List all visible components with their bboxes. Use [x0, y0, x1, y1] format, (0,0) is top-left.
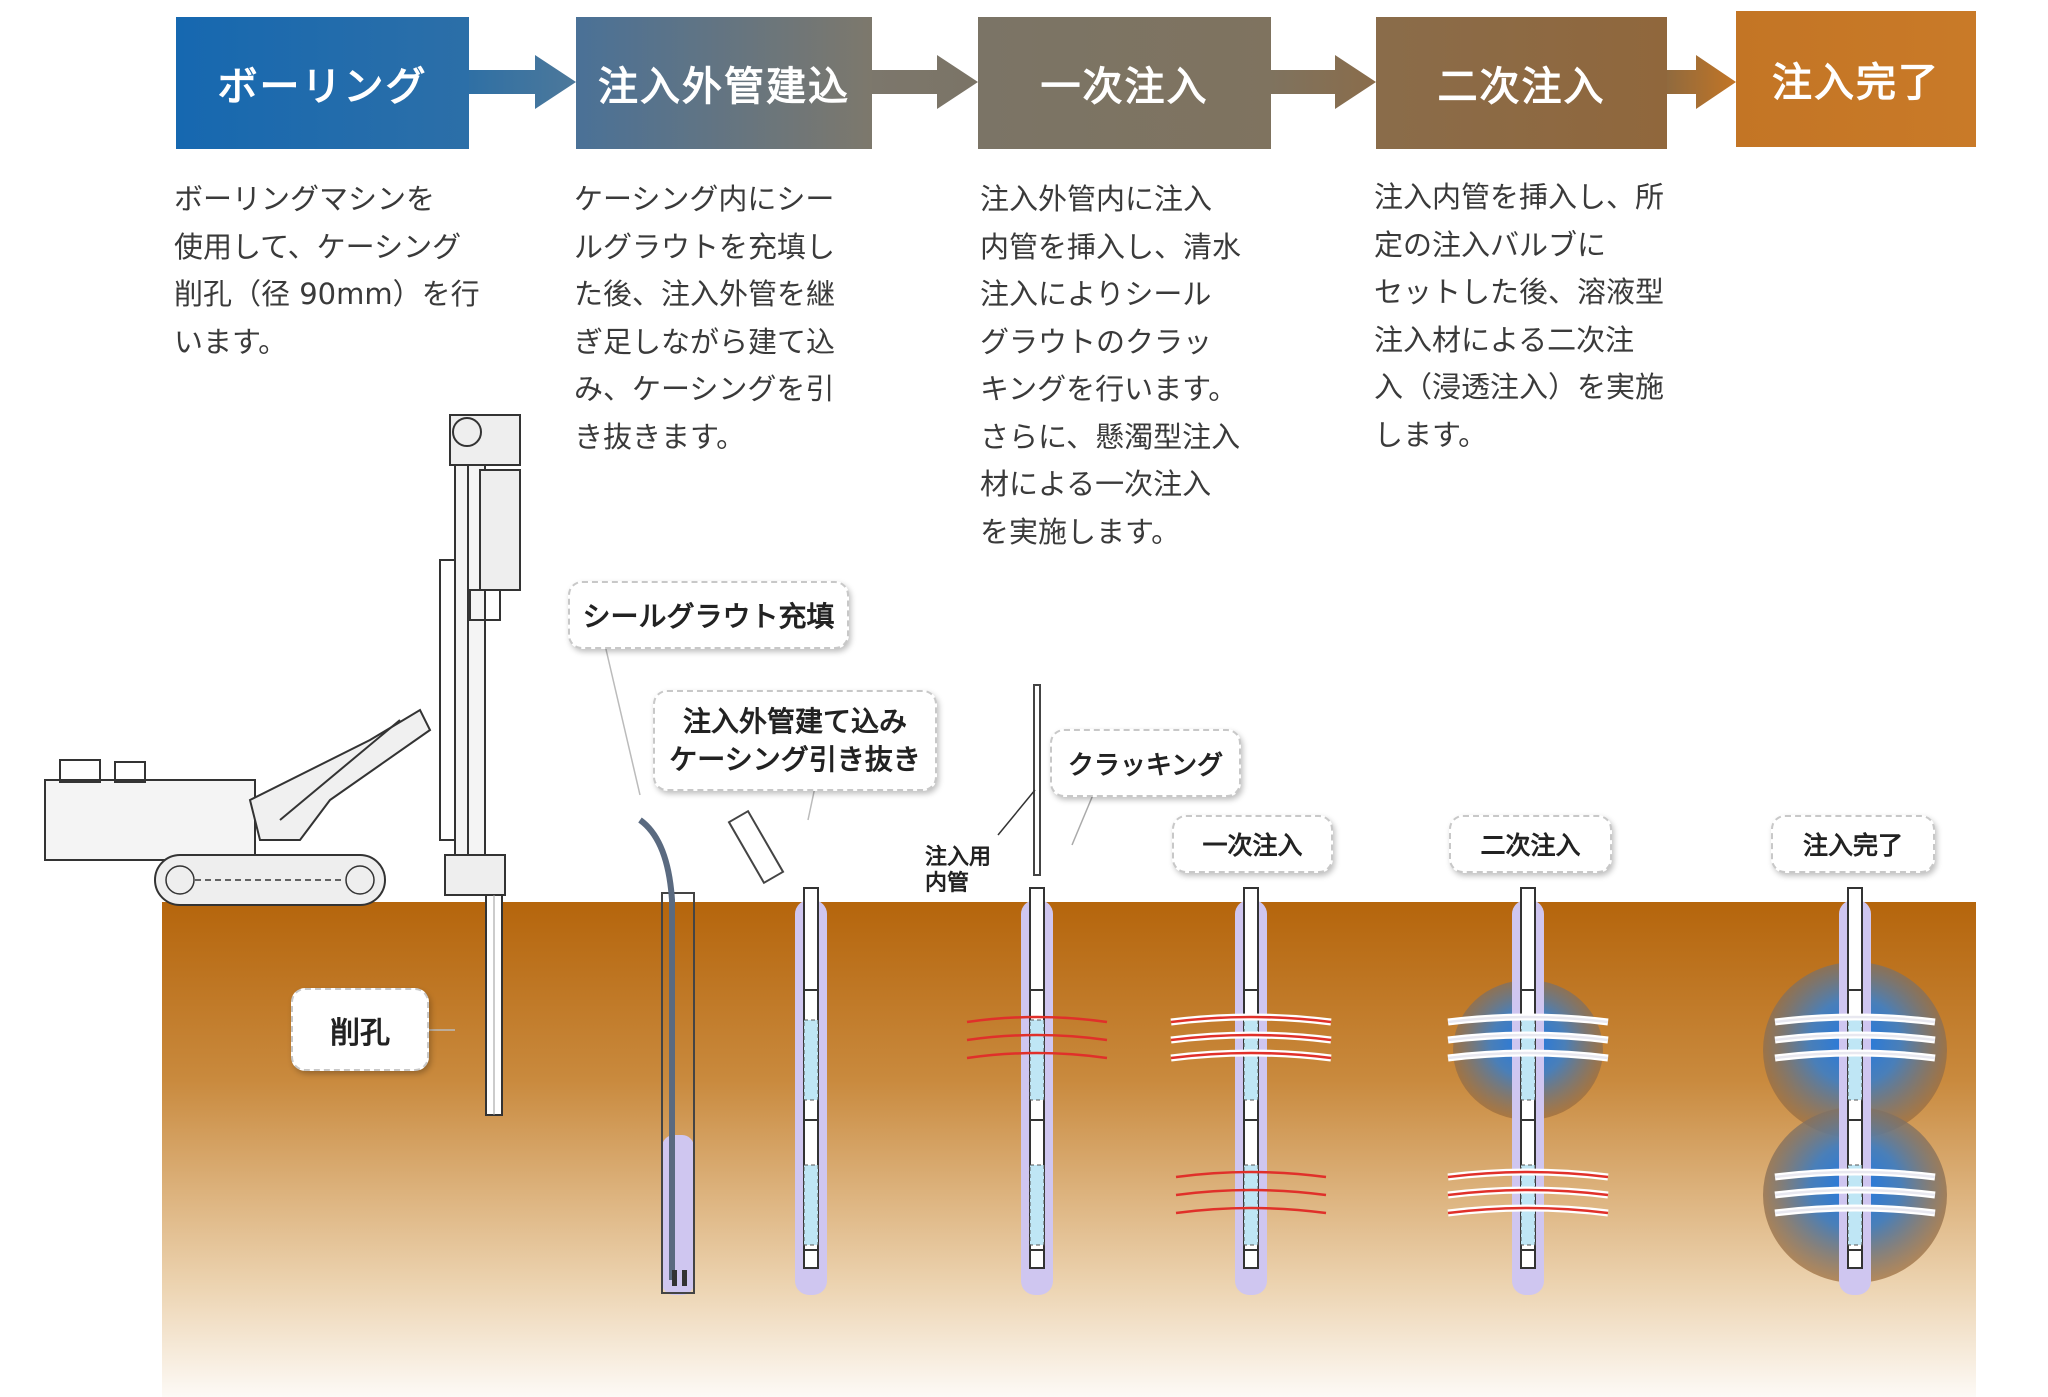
boring-machine-illustration — [44, 414, 521, 906]
label-inner-pipe: 注入用 内管 — [925, 845, 992, 896]
crack-line — [966, 1033, 1108, 1042]
crack-line — [1175, 1188, 1327, 1197]
crack-line — [1774, 1206, 1936, 1215]
step-primary-injection: 一次注入 — [978, 17, 1271, 149]
callout-cracking: クラッキング — [1050, 729, 1241, 797]
callout-seal-grout: シールグラウト充填 — [568, 581, 849, 649]
injection-valve — [1029, 1164, 1045, 1246]
callout-primary: 一次注入 — [1172, 815, 1333, 873]
description-boring: ボーリングマシンを 使用して、ケーシング 削孔（径 90mm）を行 います。 — [174, 182, 480, 359]
callout-secondary: 二次注入 — [1449, 815, 1612, 873]
crack-line — [1170, 1051, 1332, 1060]
crack-line — [1447, 1170, 1609, 1179]
inner-injection-pipe — [997, 684, 1096, 876]
crack-line — [1447, 1033, 1609, 1042]
step-boring: ボーリング — [176, 17, 469, 149]
injection-valve — [1243, 1164, 1259, 1246]
arrow-icon — [469, 55, 576, 109]
callout-complete: 注入完了 — [1771, 815, 1935, 873]
description-primary: 注入外管内に注入 内管を挿入し、清水 注入によりシール グラウトのクラッ キング… — [980, 182, 1242, 549]
ground — [162, 902, 1976, 1397]
injection-valve — [803, 1019, 819, 1101]
crack-line — [1774, 1170, 1936, 1179]
step-outer-pipe-installation: 注入外管建込 — [576, 17, 872, 149]
arrow-icon — [1271, 55, 1376, 109]
crack-line — [966, 1015, 1108, 1024]
step-secondary-injection: 二次注入 — [1376, 17, 1667, 149]
crack-line — [966, 1051, 1108, 1060]
description-outer-pipe: ケーシング内にシー ルグラウトを充填し た後、注入外管を継 ぎ足しながら建て込 … — [574, 182, 836, 454]
injection-valve — [803, 1164, 819, 1246]
callout-drilling: 削孔 — [291, 988, 429, 1071]
crack-line — [1175, 1206, 1327, 1215]
crack-line — [1170, 1015, 1332, 1024]
crack-line — [1774, 1033, 1936, 1042]
crack-line — [1175, 1170, 1327, 1179]
crack-line — [1447, 1206, 1609, 1215]
crack-line — [1447, 1051, 1609, 1060]
step-injection-complete: 注入完了 — [1736, 11, 1976, 147]
crack-line — [1774, 1015, 1936, 1024]
crack-line — [1447, 1188, 1609, 1197]
crack-line — [1447, 1015, 1609, 1024]
callout-pointer — [425, 644, 816, 1031]
casing-pipe — [485, 894, 503, 1116]
callout-casing: 注入外管建て込み ケーシング引き抜き — [653, 690, 937, 791]
crack-line — [1170, 1033, 1332, 1042]
casing-segment — [727, 809, 785, 885]
crack-line — [1774, 1051, 1936, 1060]
description-secondary: 注入内管を挿入し、所 定の注入バルブに セットした後、溶液型 注入材による二次注… — [1374, 180, 1665, 452]
arrow-icon — [872, 55, 978, 109]
seal-grout-casing — [638, 817, 695, 1295]
crack-line — [1774, 1188, 1936, 1197]
injection-valve — [1029, 1019, 1045, 1101]
arrow-icon — [1667, 55, 1736, 109]
